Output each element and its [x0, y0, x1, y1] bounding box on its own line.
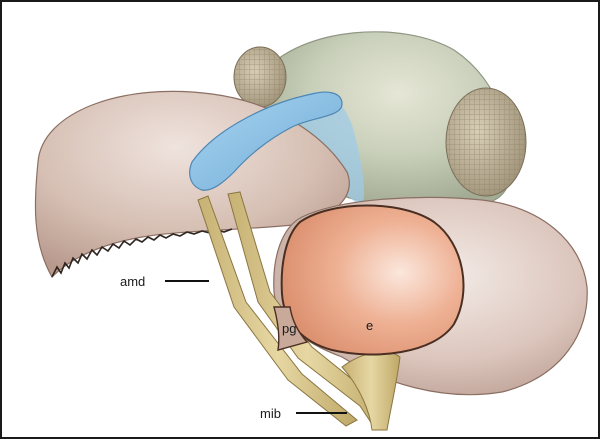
left-eye [233, 46, 287, 108]
label-amd: amd [120, 274, 145, 289]
label-pg: pg [282, 321, 296, 336]
right-eye [445, 87, 527, 197]
label-e: e [366, 318, 373, 333]
pad-e [280, 204, 465, 356]
label-mib: mib [260, 406, 281, 421]
yellow-bar-left [197, 195, 358, 427]
mandible-teeth [51, 228, 233, 278]
blue-sclerite [189, 91, 343, 191]
pg-region [273, 306, 309, 351]
